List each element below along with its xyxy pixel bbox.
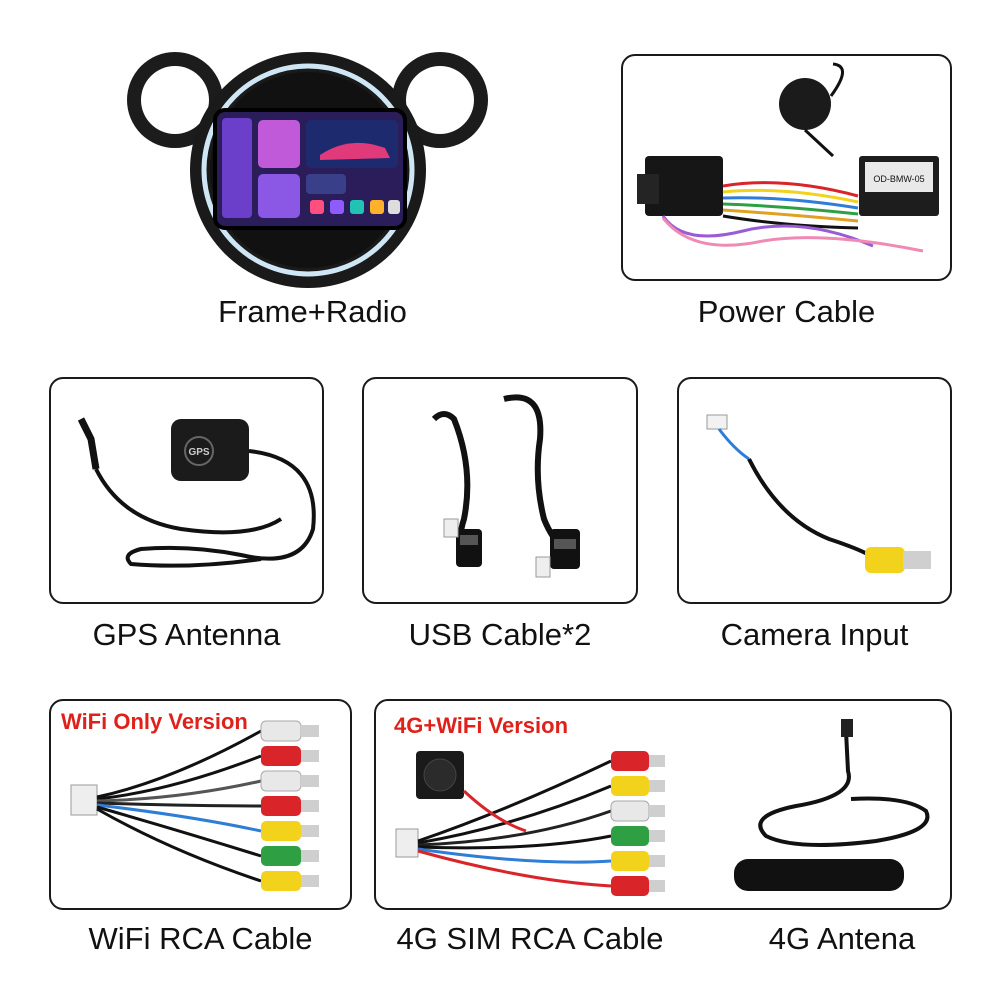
power-cable-box: OD-BMW-05	[621, 54, 952, 281]
sim-rca-box: 4G+WiFi Version	[374, 699, 952, 910]
usb-cable-image	[431, 394, 580, 578]
camera-input-caption: Camera Input	[720, 617, 909, 652]
power-cable-caption: Power Cable	[697, 294, 876, 329]
4g-antenna-caption: 4G Antena	[768, 921, 916, 956]
rca-yellow-plug	[865, 547, 905, 573]
sim-rca-caption: 4G SIM RCA Cable	[396, 921, 664, 956]
usb-plug-left	[456, 529, 482, 567]
frame-radio-caption: Frame+Radio	[218, 294, 407, 329]
gps-antenna-box: GPS	[49, 377, 324, 604]
4g-antenna-bar	[734, 859, 904, 891]
gps-module-label: GPS	[188, 447, 209, 458]
wifi-rca-box: WiFi Only Version	[49, 699, 352, 910]
4g-wifi-version-tag: 4G+WiFi Version	[394, 713, 569, 738]
usb-cable-box	[362, 377, 638, 604]
frame-radio-image	[127, 52, 488, 288]
decoder-label: OD-BMW-05	[873, 174, 924, 184]
camera-input-box	[677, 377, 952, 604]
wifi-rca-caption: WiFi RCA Cable	[88, 921, 313, 956]
sim-rca-image	[395, 719, 930, 896]
gps-antenna-image: GPS	[77, 417, 316, 568]
usb-cable-caption: USB Cable*2	[408, 617, 592, 652]
power-cable-image: OD-BMW-05	[637, 62, 939, 253]
wifi-rca-image	[70, 720, 319, 891]
wifi-only-version-tag: WiFi Only Version	[61, 709, 248, 734]
gps-module	[171, 419, 249, 481]
gps-antenna-caption: GPS Antenna	[92, 617, 281, 652]
camera-input-image	[706, 414, 931, 573]
